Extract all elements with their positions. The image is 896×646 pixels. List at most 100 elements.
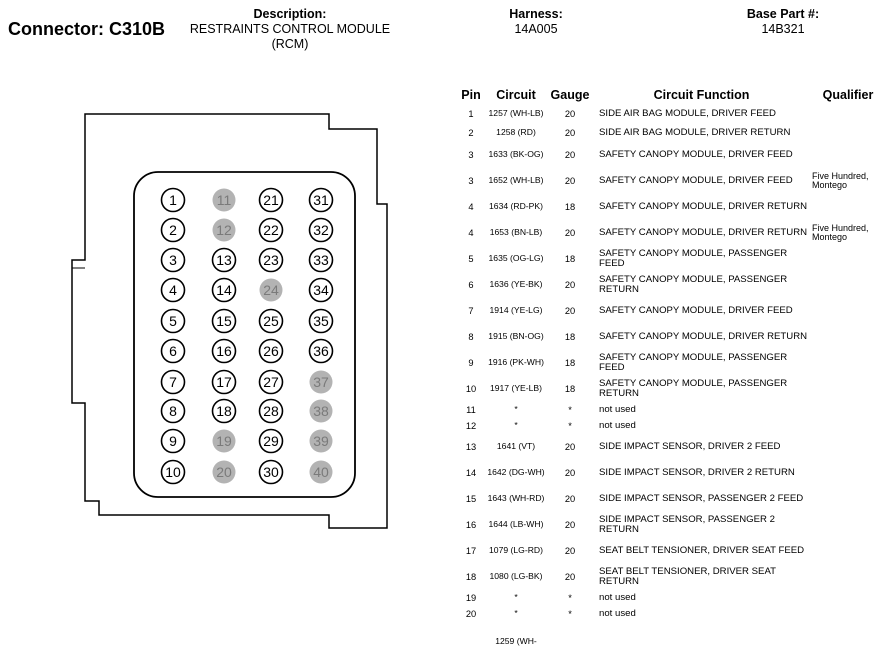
gauge-cell: * bbox=[568, 593, 572, 603]
qualifier-cell bbox=[808, 486, 888, 512]
pin-number-label: 12 bbox=[216, 222, 232, 238]
circuit-function-cell: SAFETY CANOPY MODULE, DRIVER FEED bbox=[599, 305, 793, 316]
pin-number-label: 34 bbox=[313, 282, 329, 298]
pin-cavity-open-circle bbox=[308, 308, 334, 334]
pin-cavity-open-circle bbox=[211, 398, 237, 424]
circuit-function-cell: not used bbox=[599, 420, 636, 431]
pin-cavity: 2 bbox=[160, 217, 186, 243]
circuit-cell: 1258 (RD) bbox=[496, 127, 536, 138]
pin-cavity: 28 bbox=[258, 398, 284, 424]
pin-cavity: 6 bbox=[160, 338, 186, 364]
pin-cavity-filled-circle bbox=[309, 460, 333, 484]
pin-number-label: 20 bbox=[216, 464, 232, 480]
description-block: Description: RESTRAINTS CONTROL MODULE (… bbox=[170, 7, 410, 52]
base-part-block: Base Part #: 14B321 bbox=[718, 7, 848, 37]
circuit-function-cell: SAFETY CANOPY MODULE, DRIVER RETURN bbox=[599, 331, 808, 342]
pin-cell: 12 bbox=[465, 421, 477, 431]
pin-cavity: 10 bbox=[160, 459, 186, 485]
pin-cell: 3 bbox=[468, 150, 474, 160]
pin-cavity: 5 bbox=[160, 308, 186, 334]
circuit-function-cell: SAFETY CANOPY MODULE, DRIVER FEED bbox=[599, 149, 793, 160]
qualifier-cell bbox=[808, 298, 888, 324]
gauge-cell: 18 bbox=[564, 384, 576, 394]
pin-cavity-open-circle bbox=[258, 308, 284, 334]
pin-number-label: 29 bbox=[263, 433, 279, 449]
circuit-cell: 1653 (BN-LB) bbox=[489, 227, 543, 238]
qualifier-cell bbox=[808, 142, 888, 168]
gauge-cell: 18 bbox=[564, 254, 576, 264]
circuit-function-cell: not used bbox=[599, 592, 636, 603]
header-gauge: Gauge bbox=[550, 88, 590, 102]
harness-label: Harness: bbox=[509, 7, 563, 21]
pin-cavity-filled-circle bbox=[259, 278, 283, 302]
pin-cavity-open-circle bbox=[258, 247, 284, 273]
pin-number-label: 28 bbox=[263, 403, 279, 419]
circuit-function-cell: SAFETY CANOPY MODULE, DRIVER FEED bbox=[599, 175, 793, 186]
circuit-cell: 1644 (LB-WH) bbox=[488, 519, 544, 530]
pin-cavity: 31 bbox=[308, 187, 334, 213]
circuit-cell: 1652 (WH-LB) bbox=[488, 175, 544, 186]
circuit-cell: * bbox=[514, 608, 518, 619]
pin-number-label: 15 bbox=[216, 313, 232, 329]
pin-cell: 10 bbox=[465, 384, 477, 394]
description-line-2: (RCM) bbox=[271, 37, 309, 51]
qualifier-cell: Five Hundred, Montego bbox=[812, 170, 869, 190]
gauge-cell: 18 bbox=[564, 202, 576, 212]
pin-number-label: 39 bbox=[313, 433, 329, 449]
pin-cell: 7 bbox=[468, 306, 474, 316]
circuit-cell: 1917 (YE-LB) bbox=[489, 383, 543, 394]
pin-cell: 18 bbox=[465, 572, 477, 582]
pin-cavity-open-circle bbox=[160, 428, 186, 454]
circuit-function-cell: SIDE IMPACT SENSOR, PASSENGER 2 FEED bbox=[599, 493, 804, 504]
pin-cell: 1 bbox=[468, 109, 474, 119]
pin-cavity-open-circle bbox=[258, 187, 284, 213]
table-row: 11**not used bbox=[455, 402, 888, 418]
pin-number-label: 40 bbox=[313, 464, 329, 480]
pin-cavity-open-circle bbox=[308, 247, 334, 273]
circuit-cell: 1634 (RD-PK) bbox=[489, 201, 543, 212]
qualifier-cell bbox=[808, 434, 888, 460]
circuit-function-cell: SEAT BELT TENSIONER, DRIVER SEAT FEED bbox=[599, 545, 805, 556]
pin-cavity-filled-circle bbox=[212, 429, 236, 453]
pin-cavity: 14 bbox=[211, 277, 237, 303]
pin-cavity-open-circle bbox=[258, 338, 284, 364]
table-row: 20**not used bbox=[455, 606, 888, 622]
pin-cavity-grid: 1234567891011121314151617181920212223242… bbox=[160, 187, 334, 485]
pin-cavity: 17 bbox=[211, 369, 237, 395]
pin-cavity-open-circle bbox=[308, 277, 334, 303]
gauge-cell: 20 bbox=[564, 572, 576, 582]
gauge-cell: * bbox=[568, 609, 572, 619]
pin-cavity-filled-circle bbox=[309, 370, 333, 394]
pin-cell: 11 bbox=[466, 405, 476, 415]
pin-cavity: 37 bbox=[309, 370, 333, 394]
pin-cell: 20 bbox=[465, 609, 477, 619]
pin-cavity-open-circle bbox=[258, 459, 284, 485]
table-header-row: Pin Circuit Gauge Circuit Function Quali… bbox=[455, 86, 888, 104]
pin-cell: 17 bbox=[465, 546, 477, 556]
qualifier-cell bbox=[808, 622, 888, 646]
pin-cavity: 38 bbox=[309, 399, 333, 423]
harness-block: Harness: 14A005 bbox=[476, 7, 596, 37]
gauge-cell: 20 bbox=[564, 128, 576, 138]
base-part-label: Base Part #: bbox=[746, 7, 820, 21]
circuit-cell: 1080 (LG-BK) bbox=[489, 571, 543, 582]
gauge-cell bbox=[545, 622, 595, 646]
gauge-cell: 20 bbox=[564, 546, 576, 556]
pin-number-label: 23 bbox=[263, 252, 279, 268]
pin-number-label: 37 bbox=[313, 374, 329, 390]
gauge-cell: 18 bbox=[564, 358, 576, 368]
pin-cavity-open-circle bbox=[160, 277, 186, 303]
pin-cavity-open-circle bbox=[211, 247, 237, 273]
pin-number-label: 18 bbox=[216, 403, 232, 419]
circuit-cell: 1635 (OG-LG) bbox=[488, 253, 544, 264]
pin-cell: 3 bbox=[468, 176, 474, 186]
circuit-cell: 1915 (BN-OG) bbox=[488, 331, 544, 342]
pin-cavity: 30 bbox=[258, 459, 284, 485]
pin-number-label: 25 bbox=[263, 313, 279, 329]
connector-face-diagram: 1234567891011121314151617181920212223242… bbox=[71, 113, 388, 529]
